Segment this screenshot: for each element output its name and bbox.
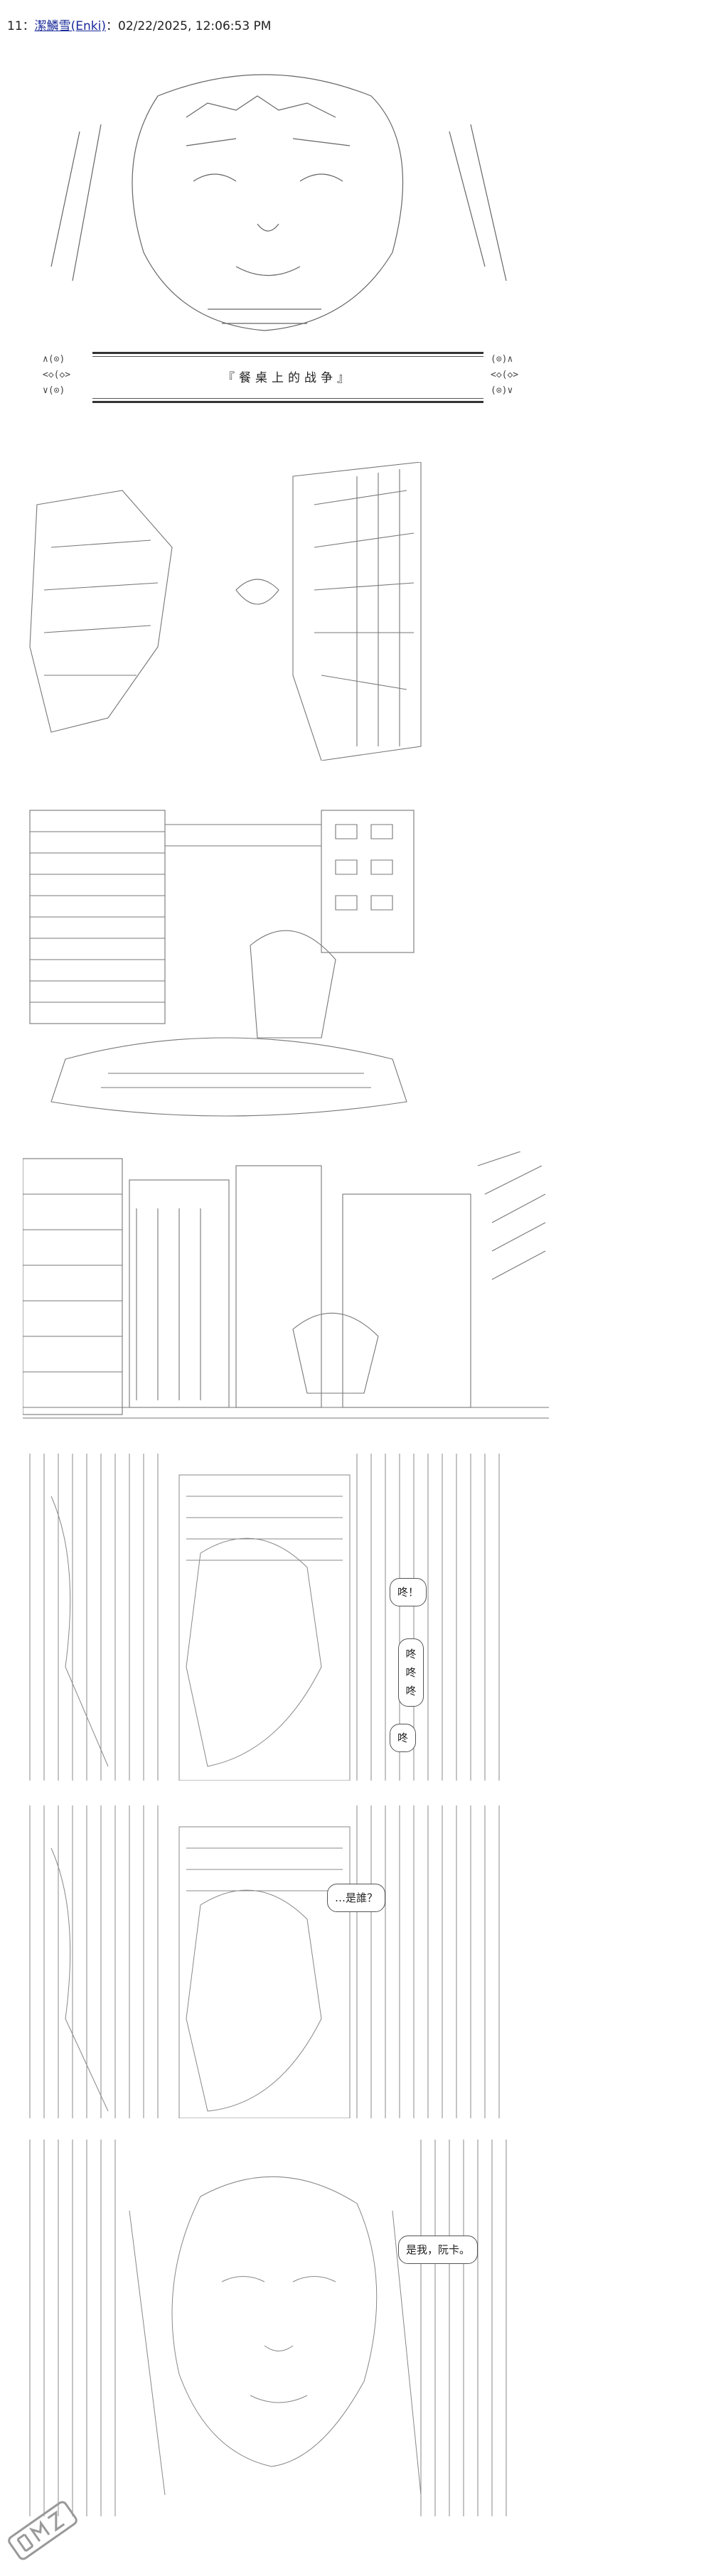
- speech-bubble-reply: 是我，阮卡。: [398, 2236, 479, 2264]
- title-card: 『餐桌上的战争』: [92, 352, 483, 403]
- watermark-graphic: [8, 2501, 77, 2560]
- ascii-art-sketch-3: [29, 810, 415, 1117]
- post-number-separator: ：: [22, 19, 35, 33]
- ascii-art-sketch-2: [29, 462, 422, 761]
- chapter-title: 『餐桌上的战争』: [223, 371, 353, 385]
- post-timestamp: 02/22/2025, 12:06:53 PM: [118, 19, 272, 33]
- site-watermark-logo: [0, 2488, 85, 2573]
- ascii-art-panel-1: [23, 39, 549, 416]
- ascii-art-panel-7: [23, 2140, 528, 2516]
- timestamp-separator: ：: [106, 19, 118, 33]
- speech-bubble-knock-2: 咚 咚 咚: [398, 1638, 424, 1707]
- author-link[interactable]: 潔鱗雪(Enki): [34, 19, 106, 33]
- ascii-art-panel-4: [23, 1152, 549, 1429]
- ascii-art-sketch-4: [23, 1152, 549, 1419]
- ascii-art-panel-3: [23, 803, 421, 1130]
- post-header: 11：潔鱗雪(Enki)：02/22/2025, 12:06:53 PM: [7, 16, 271, 33]
- speech-bubble-knock-1: 咚！: [390, 1578, 427, 1606]
- post-number: 11: [7, 19, 23, 33]
- ascii-art-panel-2: [23, 462, 428, 761]
- ascii-art-sketch-6: [29, 1805, 500, 2118]
- speech-bubble-knock-3: 咚: [390, 1724, 417, 1752]
- left-ornament: ∧(⊙) <◇(◇> ∨(⊙): [43, 354, 71, 396]
- title-card-bottom-border: [92, 401, 483, 403]
- ascii-art-panel-6: [23, 1805, 528, 2118]
- title-card-top-border: [92, 352, 483, 354]
- ascii-art-sketch-5: [29, 1454, 500, 1781]
- title-card-inner-top-border: [92, 356, 483, 357]
- ascii-art-sketch-1: [50, 74, 507, 331]
- speech-bubble-who: …是誰？: [327, 1884, 386, 1912]
- ascii-art-panel-5: [23, 1454, 528, 1781]
- ascii-art-sketch-7: [29, 2140, 507, 2516]
- title-card-inner-bottom-border: [92, 398, 483, 399]
- right-ornament: (⊙)∧ <◇(◇> (⊙)∨: [491, 354, 519, 396]
